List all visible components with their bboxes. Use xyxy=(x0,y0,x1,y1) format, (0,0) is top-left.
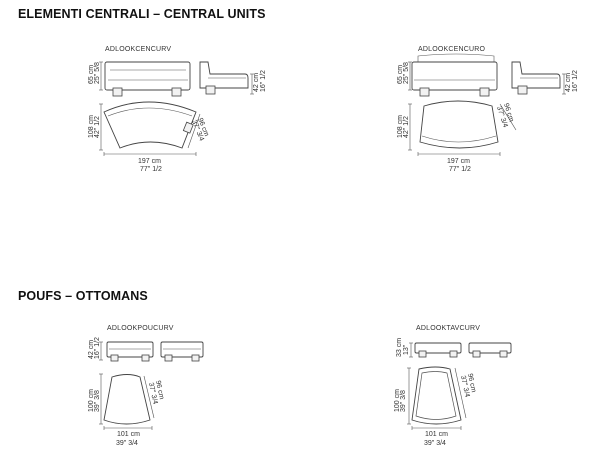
model-code-adlooktavcurv: ADLOOKTAVCURV xyxy=(416,325,481,332)
depth-cm-label: 100 cm xyxy=(394,389,401,412)
side-elevation xyxy=(160,341,204,362)
diag-cm-label: 96 cm xyxy=(466,373,477,393)
plan-view xyxy=(103,101,197,149)
width-cm-label: 197 cm xyxy=(138,158,161,165)
front-elevation xyxy=(411,53,498,97)
diag-cm-label: 96 cm xyxy=(154,380,165,400)
plan-view xyxy=(103,374,151,425)
section-title-central-units: ELEMENTI CENTRALI – CENTRAL UNITS xyxy=(18,7,266,21)
height-cm-label: 33 cm xyxy=(396,338,403,357)
depth-cm-label: 108 cm xyxy=(397,115,404,138)
side-height-in-label: 25" 5/8 xyxy=(94,62,101,84)
depth-in-label: 42" 1/2 xyxy=(403,116,410,138)
seat-height-cm-label: 42 cm xyxy=(253,73,260,92)
width-in-label: 39" 3/4 xyxy=(116,440,138,447)
seat-height-cm-label: 42 cm xyxy=(565,73,572,92)
side-elevation xyxy=(199,61,249,95)
side-elevation xyxy=(511,61,561,95)
drawing-adlookpoucurv: 42 cm 16" 1/2 100 cm 39" 3/8 96 cm 37" 3… xyxy=(88,337,204,447)
depth-cm-label: 100 cm xyxy=(88,389,95,412)
seat-height-in-label: 16" 1/2 xyxy=(260,70,267,92)
seat-height-in-label: 16" 1/2 xyxy=(572,70,579,92)
section-title-poufs-ottomans: POUFS – OTTOMANS xyxy=(18,289,148,303)
front-elevation xyxy=(414,342,462,358)
height-in-label: 13" xyxy=(403,344,410,355)
side-height-cm-label: 65 cm xyxy=(88,65,95,84)
depth-in-label: 39" 3/8 xyxy=(400,390,407,412)
diag-in-label: 37" 3/4 xyxy=(459,375,470,398)
width-cm-label: 197 cm xyxy=(447,158,470,165)
width-cm-label: 101 cm xyxy=(425,431,448,438)
depth-cm-label: 108 cm xyxy=(88,115,95,138)
model-code-adlookpoucurv: ADLOOKPOUCURV xyxy=(107,325,174,332)
front-elevation xyxy=(106,341,154,362)
side-elevation xyxy=(468,342,512,358)
drawing-adlookcencurv: 65 cm 25" 5/8 42 cm 16" 1/2 108 cm 42" 1… xyxy=(88,61,267,173)
height-cm-label: 42 cm xyxy=(88,340,95,359)
model-code-adlookcencuro: ADLOOKCENCURO xyxy=(418,46,486,53)
side-height-in-label: 25" 5/8 xyxy=(403,62,410,84)
width-cm-label: 101 cm xyxy=(117,431,140,438)
side-height-cm-label: 65 cm xyxy=(397,65,404,84)
width-in-label: 39" 3/4 xyxy=(424,440,446,447)
height-in-label: 16" 1/2 xyxy=(94,337,101,359)
width-in-label: 77" 1/2 xyxy=(449,166,471,173)
depth-in-label: 39" 3/8 xyxy=(94,390,101,412)
plan-view xyxy=(419,100,499,149)
model-code-adlookcencurv: ADLOOKCENCURV xyxy=(105,46,172,53)
width-in-label: 77" 1/2 xyxy=(140,166,162,173)
drawing-adlooktavcurv: 33 cm 13" 100 cm 39" 3/8 96 cm 37" 3/4 1… xyxy=(394,338,512,447)
plan-view xyxy=(411,366,462,425)
front-elevation xyxy=(104,61,191,97)
depth-in-label: 42" 1/2 xyxy=(94,116,101,138)
drawing-adlookcencuro: 65 cm 25" 5/8 42 cm 16" 1/2 108 cm 42" 1… xyxy=(397,53,579,173)
diag-in-label: 37" 3/4 xyxy=(147,382,158,405)
